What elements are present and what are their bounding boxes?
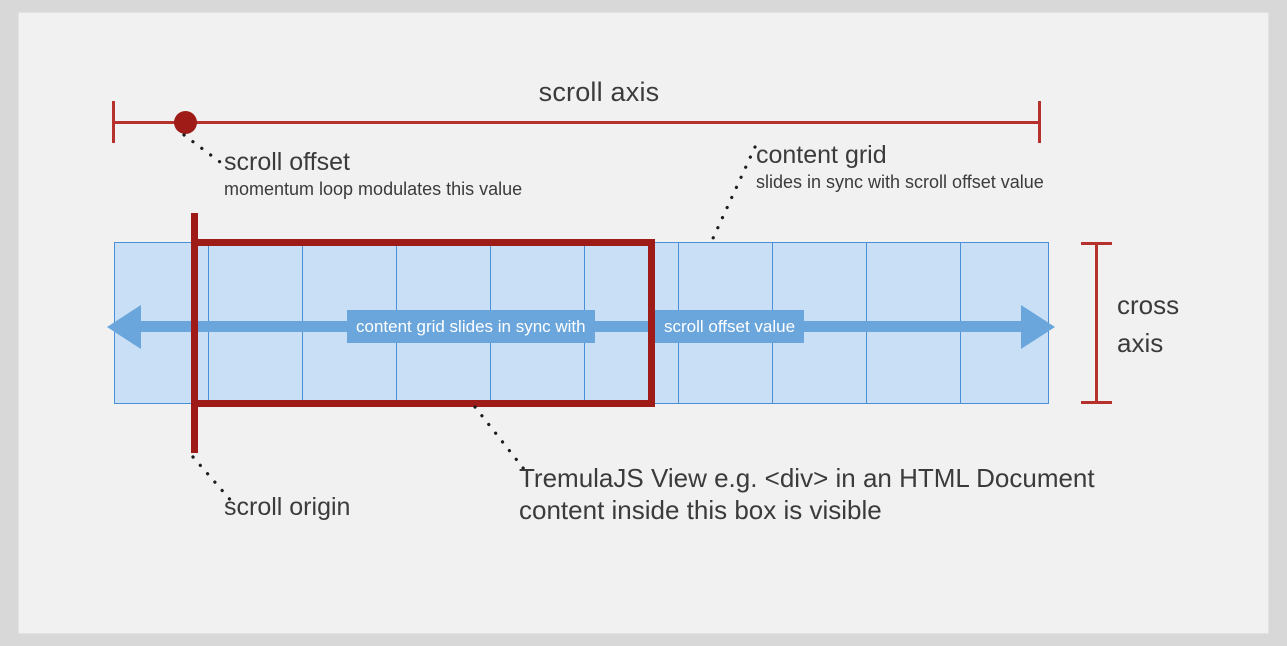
arrow-label-secondary: scroll offset value <box>655 310 805 343</box>
annotation-view: TremulaJS View e.g. <div> in an HTML Doc… <box>519 463 1095 527</box>
annotation-scroll-offset: scroll offset momentum loop modulates th… <box>224 149 522 201</box>
leader-line-scroll-origin <box>191 455 235 505</box>
scroll-origin-line <box>191 213 198 453</box>
scroll-offset-marker-dot[interactable] <box>174 111 197 134</box>
annotation-content-grid-title: content grid <box>756 141 887 169</box>
cross-axis-label-line2: axis <box>1117 327 1164 358</box>
scroll-axis-tick-left <box>112 101 115 143</box>
cross-axis-cap-top <box>1081 242 1112 245</box>
annotation-scroll-origin-title: scroll origin <box>224 493 351 521</box>
cross-axis-cap-bottom <box>1081 401 1112 404</box>
annotation-content-grid-subtitle: slides in sync with scroll offset value <box>756 172 1044 193</box>
scroll-axis-rule <box>112 121 1040 124</box>
arrow-label-primary: content grid slides in sync with <box>347 310 595 343</box>
arrow-head-left-icon <box>107 305 141 349</box>
annotation-scroll-offset-title: scroll offset <box>224 148 350 176</box>
annotation-content-grid: content grid slides in sync with scroll … <box>756 142 1044 194</box>
diagram-canvas: scroll axis scroll offset momentum loop … <box>18 12 1269 634</box>
leader-line-content-grid <box>695 145 757 275</box>
arrow-head-right-icon <box>1021 305 1055 349</box>
tremulajs-view-box[interactable] <box>191 239 655 407</box>
annotation-view-title: TremulaJS View e.g. <div> in an HTML Doc… <box>519 463 1095 493</box>
annotation-view-subtitle: content inside this box is visible <box>519 495 882 526</box>
cross-axis-label: cross axis <box>1117 287 1179 362</box>
annotation-scroll-origin: scroll origin <box>224 493 351 521</box>
cross-axis-rule <box>1095 242 1098 404</box>
annotation-scroll-offset-subtitle: momentum loop modulates this value <box>224 179 523 200</box>
scroll-axis-title: scroll axis <box>538 77 660 107</box>
cross-axis-label-line1: cross <box>1117 290 1180 320</box>
scroll-axis-tick-right <box>1038 101 1041 143</box>
